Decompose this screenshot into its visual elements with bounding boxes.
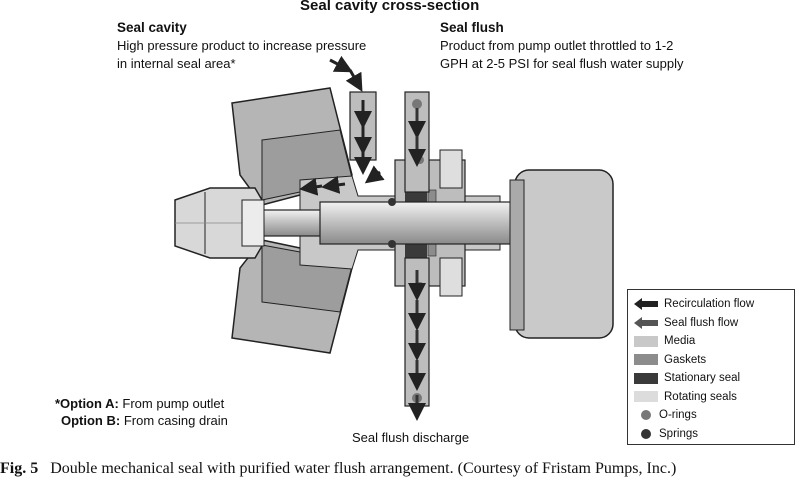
legend-label: Seal flush flow [664,316,739,329]
spring-lower [388,240,396,248]
legend-dot-icon [641,428,651,439]
seal-cavity-description: High pressure product to increase pressu… [117,37,366,73]
seal-flush-discharge-label: Seal flush discharge [352,430,470,445]
bearing-housing-face [509,179,525,331]
legend-item: Gaskets [634,352,706,368]
legend-item: Springs [634,426,698,442]
option-b-text: From casing drain [120,413,228,428]
option-a-note: *Option A: From pump outlet [55,396,224,411]
bearing-housing [514,169,614,339]
legend-label: Gaskets [664,353,707,366]
legend-label: Stationary seal [664,372,741,384]
nut-washer [241,199,265,247]
option-b-label: Option B: [61,413,121,428]
legend-label: Recirculation flow [664,298,755,310]
figure-caption: Fig. 5 Double mechanical seal with purif… [0,460,676,478]
seal-flush-description: Product from pump outlet throttled to 1-… [440,37,684,73]
o-ring-inlet [412,99,422,109]
legend-dot-icon [641,410,651,420]
option-b-note: Option B: From casing drain [61,413,228,428]
legend-swatch [634,372,658,384]
legend-item: Rotating seals [634,389,737,405]
legend-item: Seal flush flow [634,315,738,331]
legend-label: Rotating seals [664,390,737,403]
caption-label: Fig. 5 [0,460,39,477]
legend-label: Media [664,335,696,347]
legend-swatch [634,335,658,347]
seal-cavity-line-1: High pressure product to increase pressu… [117,38,367,53]
seal-flush-line-2: GPH at 2-5 PSI for seal flush water supp… [440,56,684,71]
caption-text: Double mechanical seal with purified wat… [50,460,677,477]
legend-label: Springs [659,427,698,440]
page-title: Seal cavity cross-section [300,0,480,14]
seal-cavity-heading: Seal cavity [117,20,187,35]
seal-flush-line-1: Product from pump outlet throttled to 1-… [440,38,674,53]
bolt-upper [439,149,463,189]
legend-item: Recirculation flow [634,296,754,312]
legend-arrow-icon [634,298,658,310]
seal-cross-section-drawing [174,55,614,421]
legend-item: Media [634,333,695,349]
legend-arrow-icon [634,316,658,329]
spring-upper [388,198,396,206]
seal-flush-heading: Seal flush [440,20,504,35]
option-a-label: *Option A: [55,396,119,411]
legend-label: O-rings [659,409,697,421]
legend-swatch [634,391,658,402]
legend-item: O-rings [634,407,697,423]
seal-cavity-line-2: in internal seal area* [117,56,236,71]
option-a-text: From pump outlet [118,396,225,411]
recirculation-arrows [299,55,385,196]
legend-item: Stationary seal [634,370,740,386]
legend-swatch [634,354,658,365]
shaft-body [319,201,526,245]
bolt-lower [439,257,463,297]
